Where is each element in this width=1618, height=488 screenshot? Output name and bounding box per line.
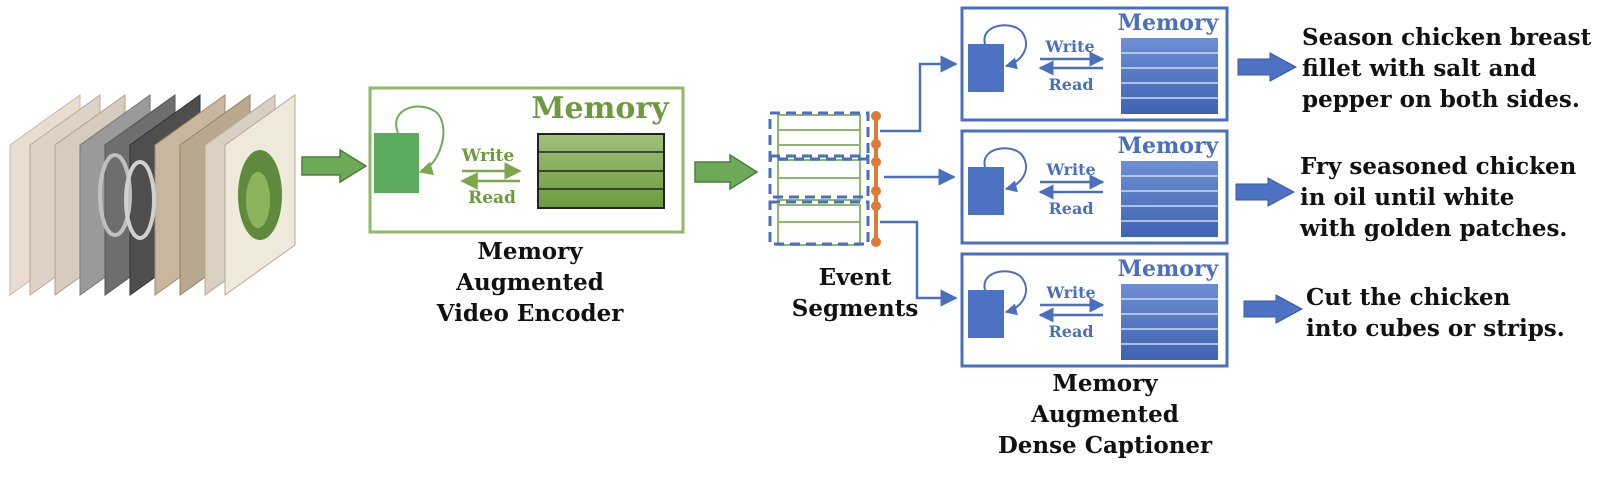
route-arrow-1	[880, 55, 958, 133]
output-caption-1: Season chicken breast fillet with salt a…	[1302, 22, 1612, 115]
output-caption-line: fillet with salt and	[1302, 55, 1537, 82]
segment-feature-box	[777, 114, 861, 161]
captioner-write-label: Write	[1045, 160, 1095, 179]
video-frames	[9, 94, 296, 296]
video-frame	[224, 94, 296, 296]
captioner-write-label: Write	[1044, 37, 1094, 56]
encoder-caption: Memory Augmented Video Encoder	[420, 236, 640, 329]
output-arrow-1	[1237, 52, 1298, 82]
timeline-node	[871, 201, 881, 211]
timeline-node	[871, 111, 881, 121]
encoder-memory-matrix	[537, 133, 665, 209]
captioner-caption-line: Memory	[1052, 370, 1158, 397]
output-caption-line: with golden patches.	[1300, 215, 1568, 242]
output-caption-line: pepper on both sides.	[1302, 86, 1580, 113]
captioner-memory-title: Memory	[1118, 10, 1220, 36]
captioner-write-label: Write	[1045, 283, 1095, 302]
encoder-memory-title: Memory	[531, 91, 670, 126]
output-arrow-2	[1235, 177, 1296, 207]
output-caption-3: Cut the chicken into cubes or strips.	[1306, 282, 1611, 344]
encoder-write-label: Write	[461, 146, 515, 166]
pan-shape	[124, 160, 156, 240]
segment-feature-box	[777, 159, 861, 201]
output-caption-line: in oil until white	[1300, 184, 1515, 211]
encoder-recurrent-loop-icon	[395, 105, 445, 176]
segment-dashed-box	[768, 200, 870, 246]
timeline-node	[871, 237, 881, 247]
captioner-cell	[968, 290, 1004, 338]
output-arrow-3	[1243, 294, 1304, 324]
captioner-caption-line: Dense Captioner	[997, 432, 1213, 459]
captioner-memory-matrix	[1121, 284, 1218, 360]
encoder-cell	[374, 133, 419, 193]
captioner-read-label: Read	[1048, 75, 1093, 94]
encoder-read-label: Read	[468, 188, 516, 208]
captioner-read-label: Read	[1048, 322, 1093, 341]
output-caption-line: Fry seasoned chicken	[1300, 153, 1577, 180]
captioner-memory-matrix	[1121, 161, 1218, 237]
timeline-node	[871, 186, 881, 196]
encoder-caption-line: Memory	[477, 238, 583, 265]
captioner-module-1: Memory Write Read	[960, 6, 1229, 122]
output-caption-2: Fry seasoned chicken in oil until white …	[1300, 151, 1610, 244]
segment-feature-box	[777, 204, 861, 246]
segments-caption-line: Event	[818, 264, 892, 291]
timeline-node	[871, 157, 881, 167]
captioner-caption: Memory Augmented Dense Captioner	[990, 368, 1220, 461]
captioner-module-3: Memory Write Read	[960, 252, 1229, 368]
encoder-caption-line: Video Encoder	[436, 300, 624, 327]
route-arrow-3	[880, 220, 958, 307]
captioner-loop-icon	[983, 24, 1027, 70]
output-caption-line: Cut the chicken	[1306, 284, 1511, 311]
segments-caption-line: Segments	[791, 295, 919, 322]
captioner-loop-icon	[983, 270, 1027, 316]
encoder-caption-line: Augmented	[456, 269, 604, 296]
output-caption-line: Season chicken breast	[1302, 24, 1592, 51]
timeline-node	[871, 139, 881, 149]
captioner-caption-line: Augmented	[1031, 401, 1179, 428]
video-encoder-block: Memory Write Read	[368, 86, 685, 234]
captioner-cell	[968, 44, 1004, 92]
captioner-memory-title: Memory	[1118, 133, 1220, 159]
segment-dashed-box	[768, 111, 870, 161]
pan-shape	[98, 153, 132, 237]
captioner-cell	[968, 167, 1004, 215]
captioner-memory-matrix	[1121, 38, 1218, 114]
segments-caption: Event Segments	[780, 262, 930, 324]
flow-arrow-green	[694, 153, 759, 191]
segment-dashed-box	[768, 154, 870, 199]
captioner-memory-title: Memory	[1118, 256, 1220, 282]
output-caption-line: into cubes or strips.	[1306, 315, 1565, 342]
captioner-module-2: Memory Write Read	[960, 129, 1229, 245]
event-segments	[768, 111, 881, 247]
captioner-read-label: Read	[1048, 199, 1093, 218]
flow-arrow-green	[301, 148, 368, 184]
captioner-loop-icon	[983, 147, 1027, 193]
